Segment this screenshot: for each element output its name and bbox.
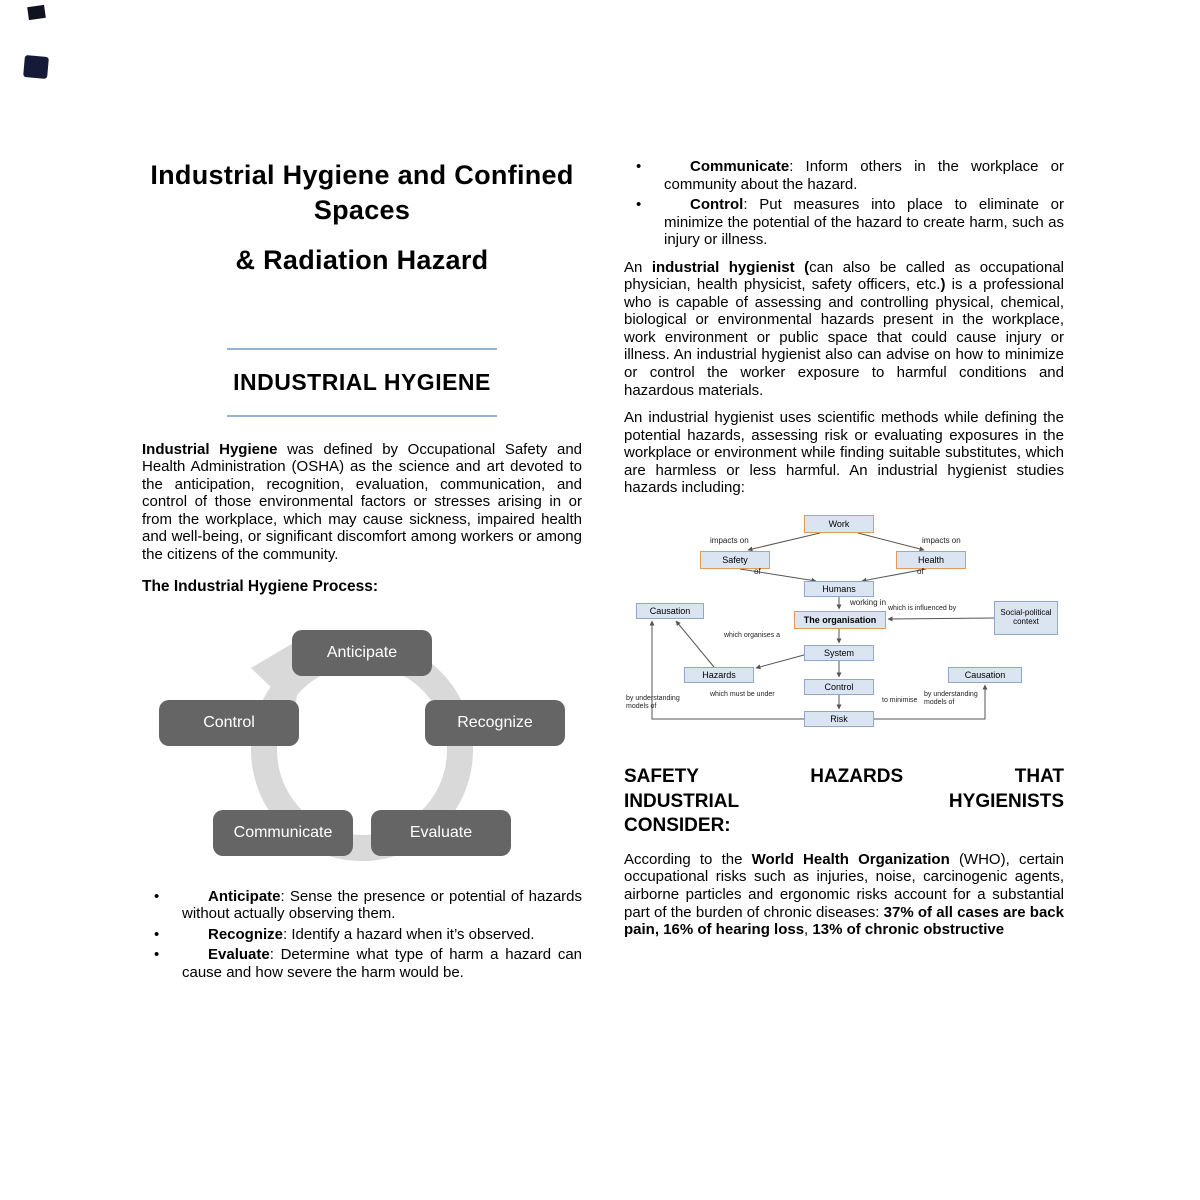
p3-s3-bold: 37% of all cases are back pain, 16% of h…	[624, 903, 1064, 939]
bullet-term: Communicate	[690, 158, 790, 175]
bullet-term: Control	[690, 196, 744, 214]
flow-label-influenced-by: which is influenced by	[888, 604, 957, 612]
hazard-study-flowchart: Work Safety Health Humans Causation The …	[624, 511, 1064, 751]
hygienist-methods-paragraph: An industrial hygienist uses scientific …	[624, 409, 1064, 497]
p3-s5-bold: 13% of chronic obstructive	[812, 921, 1005, 939]
flow-box-humans: Humans	[804, 580, 874, 597]
list-item-recognize: Recognize: Identify a hazard when it’s o…	[142, 926, 582, 944]
flow-label-working-in: working in	[850, 597, 887, 607]
p3-s4: ,	[804, 921, 813, 939]
flow-box-control: Control	[804, 678, 874, 695]
document-title: Industrial Hygiene and Confined Spaces	[150, 160, 574, 225]
p3-s2: (WHO), certain occupational risks such a…	[624, 850, 1064, 921]
process-step-anticipate: Anticipate	[292, 629, 432, 676]
p3-s1-bold: World Health Organization	[751, 850, 950, 868]
hygienist-definition-paragraph: An industrial hygienist (can also be cal…	[624, 259, 1064, 399]
intro-paragraph: Industrial Hygiene was defined by Occupa…	[142, 441, 582, 564]
list-item-evaluate: Evaluate: Determine what type of harm a …	[142, 946, 582, 981]
heading-line: CONSIDER:	[624, 815, 731, 837]
heading-line: SAFETY HAZARDS THAT	[624, 765, 1064, 787]
right-column: Communicate: Inform others in the workpl…	[624, 158, 1064, 1170]
process-definitions-list: Anticipate: Sense the presence or potent…	[142, 888, 582, 982]
bullet-text: : Put measures into place to eliminate o…	[664, 196, 1064, 249]
p1-s1-bold: industrial hygienist (	[651, 258, 810, 276]
process-step-control: Control	[159, 699, 299, 746]
flow-label-must-be-under: which must be under	[710, 690, 775, 698]
who-statistics-paragraph: According to the World Health Organizati…	[624, 851, 1064, 939]
bullet-term: Recognize	[208, 925, 284, 943]
process-step-communicate: Communicate	[213, 809, 353, 856]
process-step-recognize: Recognize	[425, 699, 565, 746]
section-heading-safety-hazards: SAFETY HAZARDS THAT INDUSTRIAL HYGIENIST…	[624, 765, 1064, 839]
p3-s0: According to the	[624, 850, 752, 868]
flow-box-hazards: Hazards	[684, 666, 754, 683]
scan-artifact	[23, 54, 49, 80]
flow-box-work: Work	[804, 514, 874, 533]
process-definitions-list-continued: Communicate: Inform others in the workpl…	[624, 158, 1064, 249]
flow-box-causation-left: Causation	[636, 602, 704, 619]
p1-s3-bold: )	[940, 276, 946, 294]
list-item-control: Control: Put measures into place to elim…	[624, 196, 1064, 249]
flow-label-of-left: of	[754, 566, 761, 576]
flow-label-impacts-on-left: impacts on	[710, 535, 749, 545]
bullet-text: : Identify a hazard when it’s observed.	[283, 925, 535, 943]
document-subtitle: & Radiation Hazard	[235, 245, 489, 276]
flow-box-causation-right: Causation	[948, 666, 1022, 683]
list-item-communicate: Communicate: Inform others in the workpl…	[624, 158, 1064, 193]
flow-label-impacts-on-right: impacts on	[922, 535, 961, 545]
list-item-anticipate: Anticipate: Sense the presence or potent…	[142, 888, 582, 923]
intro-body-text: was defined by Occupational Safety and H…	[142, 440, 583, 563]
process-label: The Industrial Hygiene Process:	[142, 577, 379, 595]
flow-box-social-political-context: Social-political context	[994, 600, 1058, 635]
flow-label-of-right: of	[917, 566, 924, 576]
bullet-text: : Sense the presence or potential of haz…	[182, 887, 582, 923]
flow-label-to-minimise: to minimise	[882, 696, 918, 704]
section-heading-industrial-hygiene: INDUSTRIAL HYGIENE	[227, 347, 497, 417]
intro-lead-bold: Industrial Hygiene	[142, 440, 278, 458]
flow-box-safety: Safety	[700, 550, 770, 569]
bullet-text: : Inform others in the workplace or comm…	[664, 158, 1064, 193]
flow-box-risk: Risk	[804, 710, 874, 727]
p1-s2: can also be called as occupational physi…	[624, 258, 1064, 294]
scan-artifact	[27, 4, 46, 21]
bullet-term: Anticipate	[208, 887, 281, 905]
flow-label-models-right: by understanding models of	[924, 690, 978, 706]
left-column: Industrial Hygiene and Confined Spaces &…	[142, 158, 582, 1170]
p1-s0: An	[624, 258, 652, 276]
heading-line: INDUSTRIAL HYGIENISTS	[624, 790, 1064, 812]
flow-box-system: System	[804, 644, 874, 661]
flow-box-health: Health	[896, 550, 966, 569]
flow-box-organisation: The organisation	[794, 610, 886, 629]
p1-s4: is a professional who is capable of asse…	[624, 276, 1064, 399]
flow-label-models-left: by understanding models of	[626, 694, 680, 710]
bullet-term: Evaluate	[208, 946, 270, 964]
bullet-text: : Determine what type of harm a hazard c…	[182, 946, 582, 981]
process-step-evaluate: Evaluate	[371, 809, 511, 856]
flow-label-organises: which organises a	[724, 631, 781, 639]
flowchart-arrows	[649, 532, 995, 720]
industrial-hygiene-process-diagram: Anticipate Recognize Control Communicate…	[147, 610, 577, 876]
